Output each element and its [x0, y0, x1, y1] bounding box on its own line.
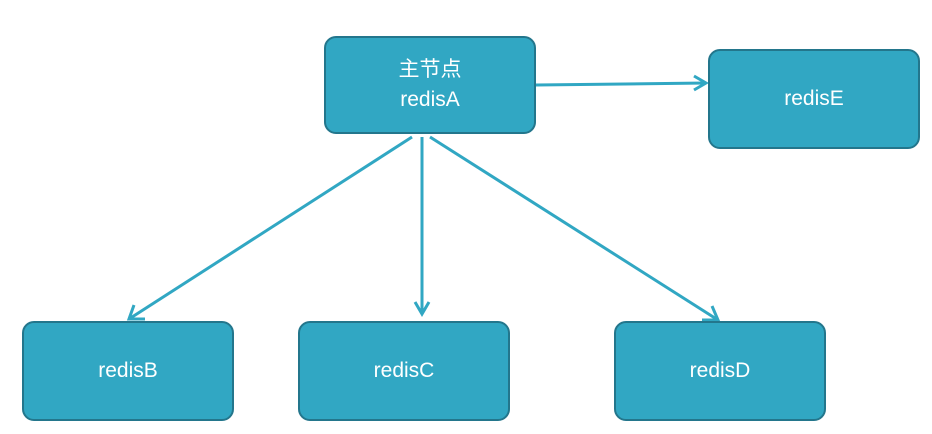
node-redisD-name: redisD — [689, 359, 751, 382]
arrowhead-d — [702, 305, 721, 322]
arrowhead-e — [693, 74, 709, 92]
edge-a-to-e — [535, 74, 709, 92]
node-redisB-name: redisB — [98, 359, 158, 382]
arrowhead-b — [126, 304, 145, 321]
node-redisC: redisC — [298, 321, 510, 421]
node-redisE: redisE — [708, 49, 920, 149]
edge-a-to-b — [126, 135, 413, 321]
edge-a-to-c — [413, 137, 431, 317]
arrowhead-c — [413, 301, 431, 317]
node-redisD: redisD — [614, 321, 826, 421]
node-redisA-name: redisA — [400, 88, 460, 111]
node-redisA: 主节点 redisA — [324, 36, 536, 134]
node-redisC-name: redisC — [373, 359, 435, 382]
node-redisA-role: 主节点 — [398, 58, 462, 81]
edge-a-to-d — [429, 135, 721, 322]
node-redisB: redisB — [22, 321, 234, 421]
node-redisE-name: redisE — [784, 87, 844, 110]
